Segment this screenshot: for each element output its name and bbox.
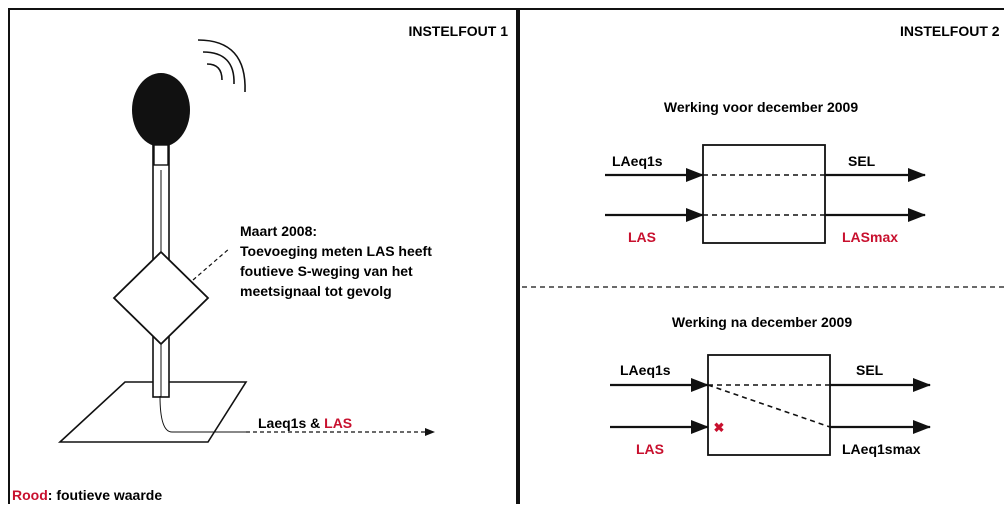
before-output-top-label: SEL <box>848 153 876 169</box>
after-input-top-label: LAeq1s <box>620 362 671 378</box>
sound-waves-icon <box>197 39 246 93</box>
before-input-top-label: LAeq1s <box>612 153 663 169</box>
panel1-frame <box>8 8 518 509</box>
note-line-2: Toevoeging meten LAS heeft <box>240 243 432 259</box>
microphone-icon <box>132 73 190 398</box>
after-path-diagonal <box>707 384 831 428</box>
after-title: Werking na december 2009 <box>672 314 852 330</box>
device-diamond <box>112 250 210 346</box>
before-output-bottom-label: LASmax <box>842 229 898 245</box>
panel2-frame <box>518 8 1004 509</box>
cable <box>159 395 246 433</box>
before-box <box>702 144 826 244</box>
note-leader <box>192 247 231 281</box>
before-input-bottom-label: LAS <box>628 229 656 245</box>
legend: Rood: foutieve waarde <box>12 487 162 503</box>
panel1-title: INSTELFOUT 1 <box>408 23 508 39</box>
legend-text: : foutieve waarde <box>48 487 163 503</box>
before-diagram: Werking voor december 2009 LAeq1s LAS SE… <box>605 99 926 245</box>
panel2-title: INSTELFOUT 2 <box>900 23 1000 39</box>
signal-label-red: LAS <box>324 415 352 431</box>
after-input-bottom-label: LAS <box>636 441 664 457</box>
before-title: Werking voor december 2009 <box>664 99 858 115</box>
note-line-1: Maart 2008: <box>240 223 317 239</box>
after-output-bottom-label: LAeq1smax <box>842 441 921 457</box>
note-line-3: foutieve S-weging van het <box>240 263 413 279</box>
blocked-mark-icon: ✖ <box>714 420 725 435</box>
signal-label: Laeq1s & LAS <box>258 415 352 431</box>
after-output-top-label: SEL <box>856 362 884 378</box>
after-diagram: Werking na december 2009 ✖ LAeq1s LAS SE… <box>610 314 931 457</box>
after-box <box>707 354 831 456</box>
annotation-note: Maart 2008: Toevoeging meten LAS heeft f… <box>240 223 432 299</box>
legend-red-word: Rood <box>12 487 48 503</box>
note-line-4: meetsignaal tot gevolg <box>240 283 392 299</box>
ground-plate <box>57 381 248 443</box>
signal-label-black: Laeq1s & <box>258 415 324 431</box>
